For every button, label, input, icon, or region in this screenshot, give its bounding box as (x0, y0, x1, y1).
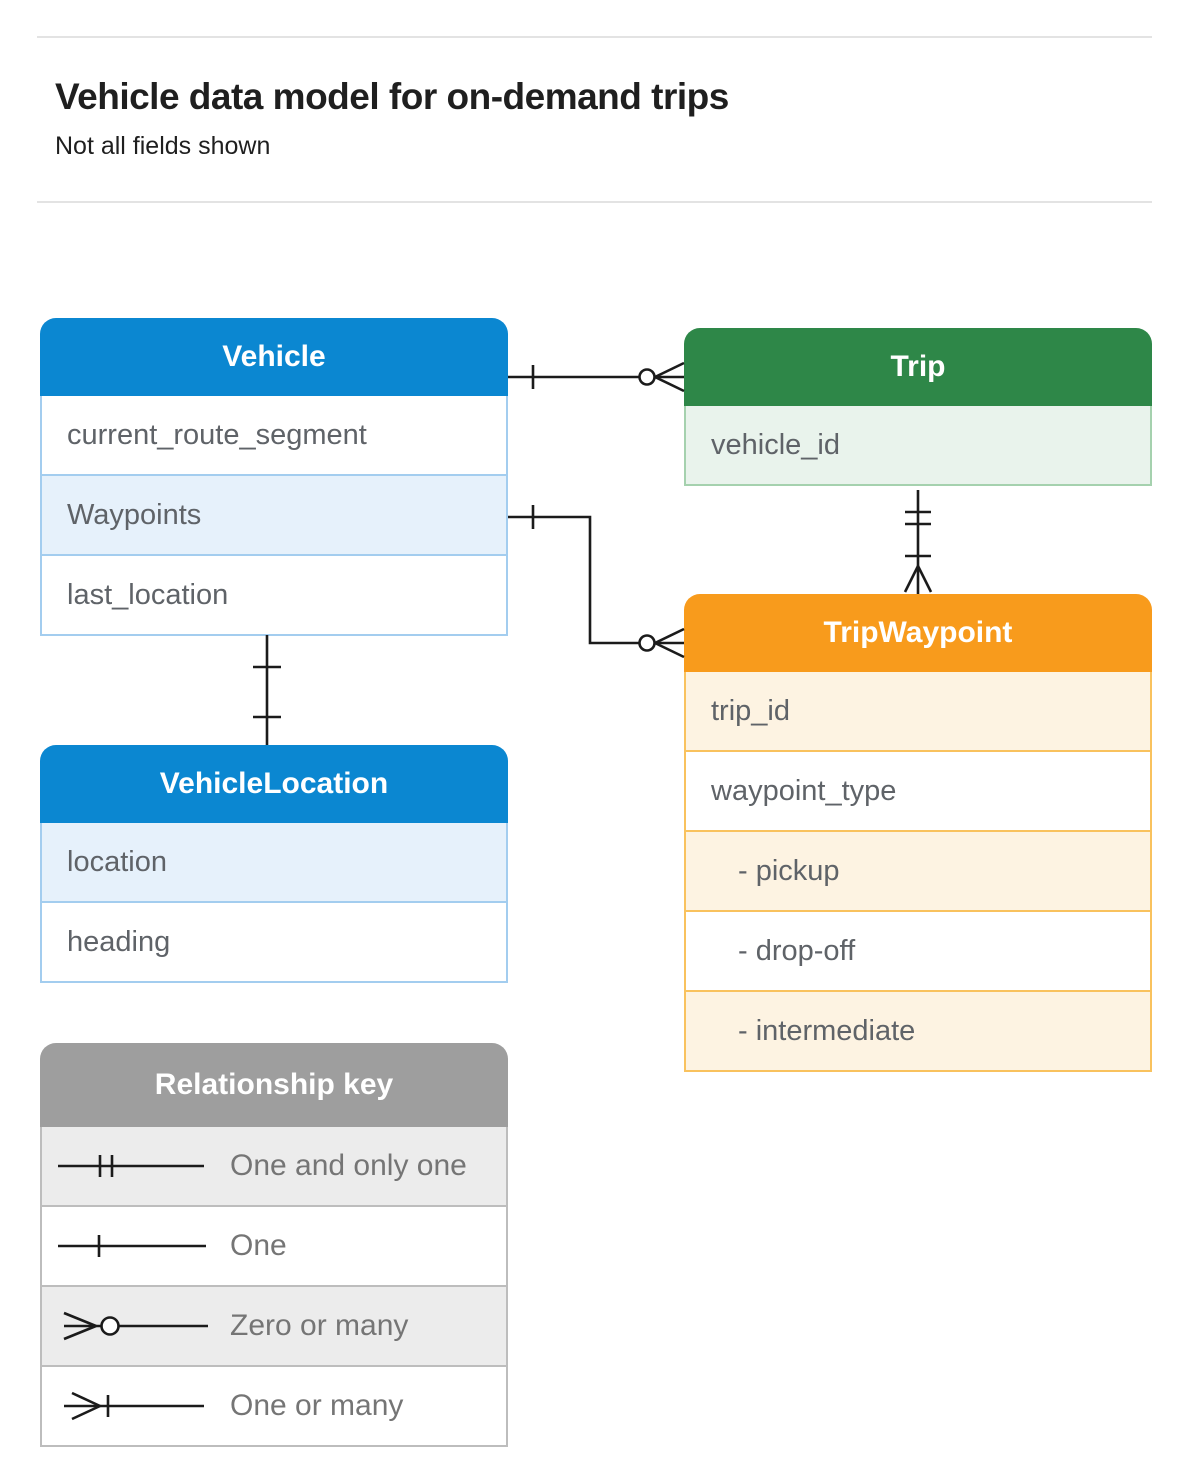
legend-label: One and only one (230, 1149, 467, 1182)
field-row: - drop-off (686, 912, 1150, 992)
field-row: trip_id (686, 672, 1150, 752)
field-row: - intermediate (686, 992, 1150, 1070)
entity-table-trip: Trip vehicle_id (684, 328, 1152, 486)
field-row: location (42, 823, 506, 903)
entity-header-vehicle: Vehicle (40, 318, 508, 396)
legend-label: One or many (230, 1389, 404, 1422)
field-row: heading (42, 903, 506, 981)
field-row: waypoint_type (686, 752, 1150, 832)
page-title: Vehicle data model for on-demand trips (55, 76, 729, 117)
entity-header-tripwaypoint: TripWaypoint (684, 594, 1152, 672)
relationship-key: Relationship key One and only one One (40, 1043, 508, 1447)
field-row: Waypoints (42, 476, 506, 556)
entity-body-tripwaypoint: trip_id waypoint_type - pickup - drop-of… (684, 672, 1152, 1072)
relationship-key-header: Relationship key (40, 1043, 508, 1127)
entity-body-vehicle: current_route_segment Waypoints last_loc… (40, 396, 508, 636)
field-row: current_route_segment (42, 396, 506, 476)
one-icon (58, 1235, 206, 1257)
header-divider (37, 201, 1152, 203)
top-divider (37, 36, 1152, 38)
field-row: vehicle_id (686, 406, 1150, 484)
relationship-key-body: One and only one One Zero or many (40, 1127, 508, 1447)
entity-header-trip: Trip (684, 328, 1152, 406)
one-or-many-icon (64, 1391, 204, 1421)
field-row: last_location (42, 556, 506, 634)
legend-row-one: One (42, 1207, 506, 1287)
entity-table-vehicle: Vehicle current_route_segment Waypoints … (40, 318, 508, 636)
zero-or-many-icon (63, 1311, 208, 1341)
entity-header-vehiclelocation: VehicleLocation (40, 745, 508, 823)
legend-label: Zero or many (230, 1309, 409, 1342)
connector-waypoints-tripwaypoint (508, 515, 684, 645)
page-subtitle: Not all fields shown (55, 132, 271, 160)
legend-row-one-or-many: One or many (42, 1367, 506, 1445)
entity-body-trip: vehicle_id (684, 406, 1152, 486)
entity-table-vehiclelocation: VehicleLocation location heading (40, 745, 508, 983)
legend-row-one-and-only-one: One and only one (42, 1127, 506, 1207)
field-row: - pickup (686, 832, 1150, 912)
entity-table-tripwaypoint: TripWaypoint trip_id waypoint_type - pic… (684, 594, 1152, 1072)
one-and-only-one-icon (58, 1155, 204, 1177)
legend-row-zero-or-many: Zero or many (42, 1287, 506, 1367)
legend-label: One (230, 1229, 287, 1262)
entity-body-vehiclelocation: location heading (40, 823, 508, 983)
